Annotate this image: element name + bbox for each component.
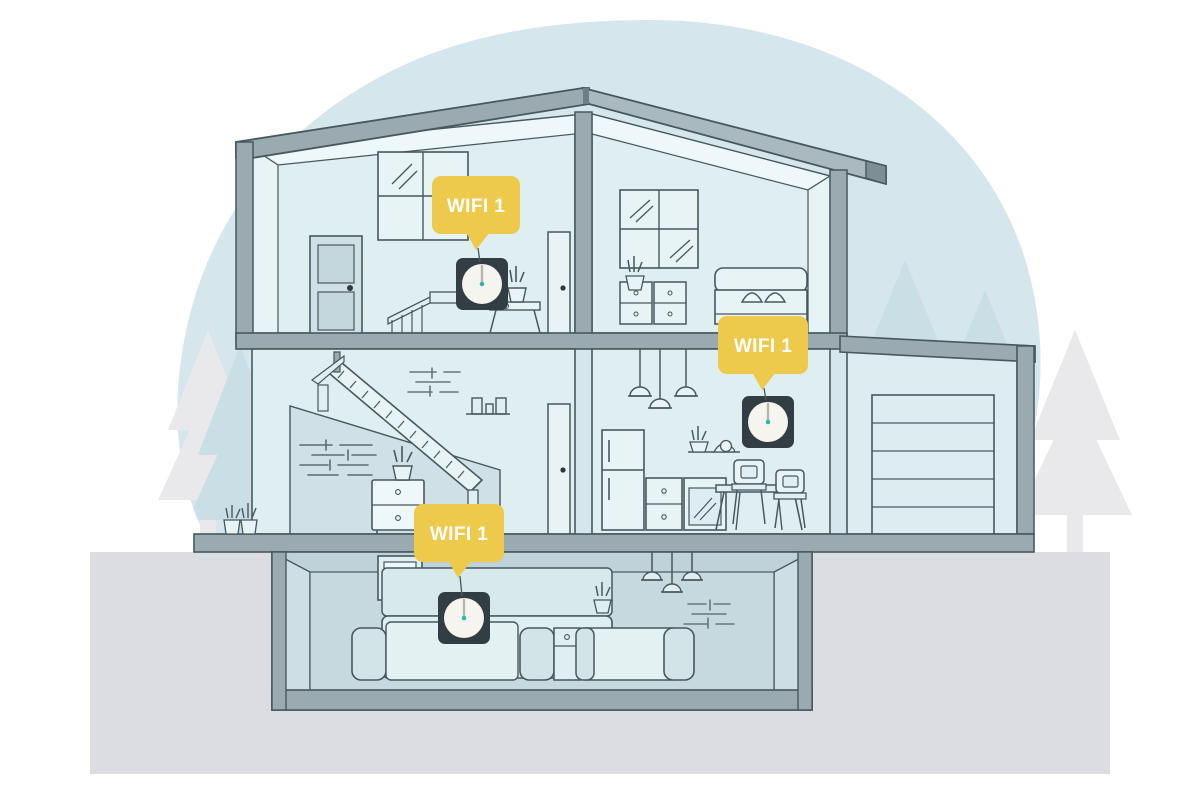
base-cabinet (645, 477, 683, 531)
potted-plant-landing (507, 266, 527, 303)
wall-shelf-hall (466, 397, 510, 415)
wifi-label-attic[interactable]: WIFI 1 (432, 176, 520, 250)
closet-door-landing (547, 231, 571, 337)
interior-door-hall (547, 403, 571, 535)
wifi-device-bedroom[interactable] (742, 396, 794, 448)
potted-plant-hall (392, 446, 413, 481)
double-bed (714, 267, 808, 325)
room-garage (839, 335, 1036, 535)
nightstand-right (653, 281, 687, 325)
brick-pattern-hall-upper (407, 367, 461, 397)
wifi-label-lounge[interactable]: WIFI 1 (414, 504, 504, 578)
brick-pattern-basement (683, 599, 735, 629)
room-stair-hall (289, 351, 571, 536)
label-connectors (459, 247, 767, 597)
wifi-label-bedroom[interactable]: WIFI 1 (718, 316, 808, 390)
refrigerator (601, 429, 645, 531)
chair-left (731, 459, 767, 525)
wifi-device-attic[interactable] (456, 258, 508, 310)
pendant-lamps-kitchen (628, 349, 698, 409)
chair-right (773, 469, 807, 529)
wall-shelf-kitchen (688, 426, 740, 453)
wifi-label-lounge-text: WIFI 1 (430, 524, 488, 545)
sofa-right (575, 627, 695, 681)
brick-pattern-hall (299, 439, 377, 476)
room-kitchen-dining (601, 426, 807, 531)
wifi-label-attic-text: WIFI 1 (447, 196, 505, 217)
interior-door (309, 235, 363, 337)
tree-right-gray (1018, 330, 1132, 555)
window-bedroom (619, 189, 699, 269)
garage-door (871, 394, 995, 535)
room-living-room (271, 550, 813, 712)
wifi-device-lounge[interactable] (438, 592, 490, 644)
planters-ledge (223, 503, 258, 535)
structural-posts-upper (235, 111, 848, 343)
potted-plant-bedroom (625, 256, 645, 291)
pendant-lamps-basement (641, 552, 703, 593)
landing-railing (387, 291, 459, 333)
potted-plant-basement (593, 582, 612, 614)
wifi-label-bedroom-text: WIFI 1 (734, 336, 792, 357)
